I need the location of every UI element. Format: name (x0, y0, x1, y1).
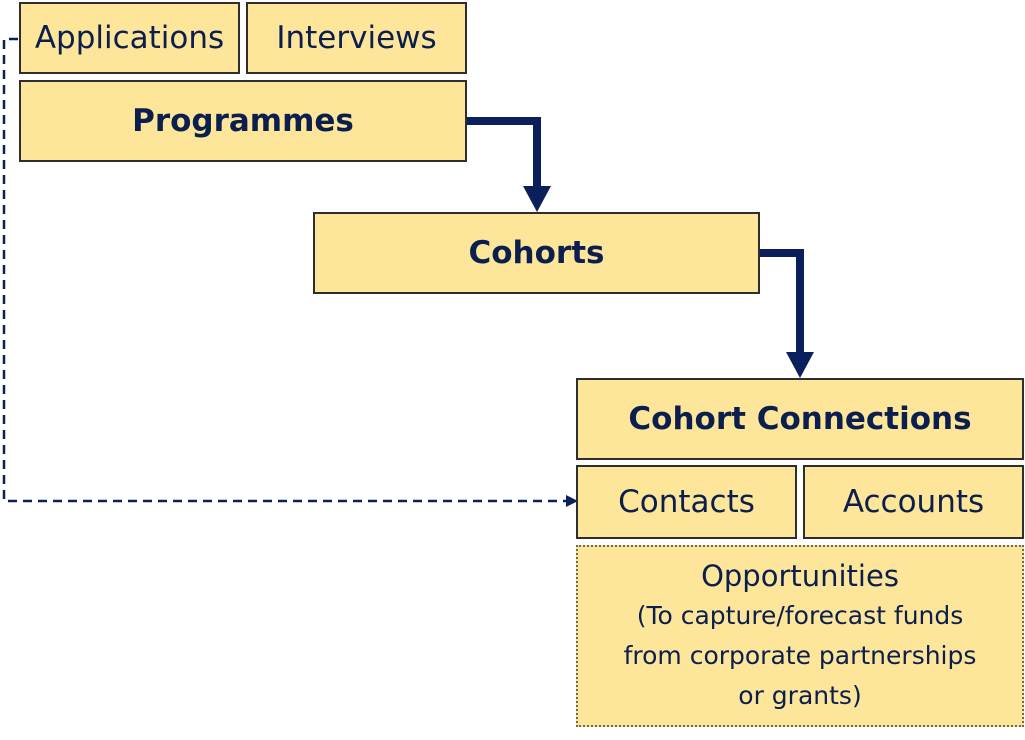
interviews-label: Interviews (276, 20, 437, 56)
programmes-box: Programmes (19, 80, 467, 162)
cohort-connections-box: Cohort Connections (576, 378, 1024, 460)
arrowhead-contacts (566, 495, 578, 507)
interviews-box: Interviews (246, 2, 467, 74)
applications-label: Applications (34, 20, 225, 56)
contacts-label: Contacts (618, 484, 755, 520)
opportunities-line-3: or grants) (738, 681, 862, 710)
dashed-arrow-applications-to-contacts (2, 37, 566, 503)
accounts-label: Accounts (842, 484, 985, 520)
arrow-cohorts-to-connections (760, 249, 804, 354)
applications-box: Applications (19, 2, 240, 74)
opportunities-box: Opportunities (To capture/forecast funds… (576, 545, 1024, 727)
arrowhead-cohorts (523, 186, 551, 212)
opportunities-line-1: (To capture/forecast funds (636, 601, 964, 630)
contacts-box: Contacts (576, 465, 797, 539)
cohorts-box: Cohorts (313, 212, 760, 294)
cohorts-label: Cohorts (468, 235, 605, 271)
opportunities-title: Opportunities (701, 559, 899, 593)
programmes-label: Programmes (132, 103, 354, 139)
accounts-box: Accounts (803, 465, 1024, 539)
cohort-connections-label: Cohort Connections (628, 401, 972, 437)
opportunities-line-2: from corporate partnerships (623, 641, 977, 670)
arrow-programmes-to-cohorts (466, 117, 541, 188)
arrowhead-connections (786, 352, 814, 378)
